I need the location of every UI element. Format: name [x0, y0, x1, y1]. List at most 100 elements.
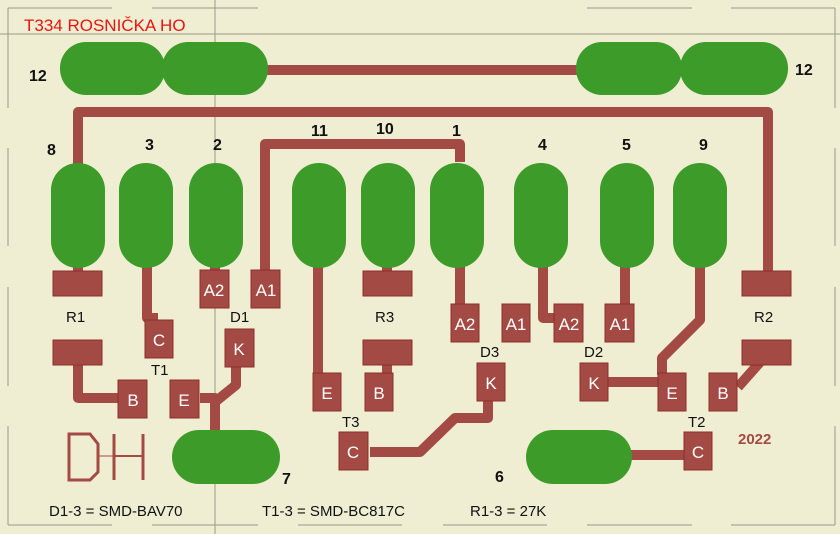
trace-d3k-t3c — [370, 395, 493, 457]
pad-label-a1: A1 — [610, 315, 631, 334]
d2-pad-k: K — [579, 362, 609, 402]
pad-label-a2: A2 — [204, 281, 225, 300]
pad-5 — [600, 163, 654, 268]
ref-r3: R3 — [375, 309, 394, 326]
ref-d1: D1 — [230, 309, 249, 326]
r3-pad-top — [362, 270, 413, 297]
trace-4-d3a1-d2a2 — [538, 260, 555, 323]
t3-pad-e: E — [312, 372, 342, 412]
ref-t1: T1 — [151, 362, 169, 379]
d1-pad-a1: A1 — [250, 269, 281, 309]
pad-2 — [189, 163, 243, 268]
t1-pad-c: C — [144, 319, 174, 359]
note-resistors: R1-3 = 27K — [470, 503, 546, 520]
ref-d2: D2 — [584, 344, 603, 361]
pad-1 — [430, 163, 484, 268]
copper-traces — [73, 65, 773, 460]
pin-numbers: 12 12 8 3 2 11 10 1 4 5 9 7 6 — [29, 62, 813, 488]
r2-pad-top — [741, 270, 792, 297]
pad-7 — [172, 430, 280, 484]
t2-pad-e: E — [657, 372, 687, 412]
pad-label-a1: A1 — [256, 281, 277, 300]
pin-label-12-right: 12 — [795, 62, 813, 79]
pad-10 — [361, 163, 415, 268]
ref-t2: T2 — [688, 414, 706, 431]
pad-label-a1: A1 — [506, 315, 527, 334]
tht-pads — [51, 42, 788, 484]
pad-12-right-a — [576, 42, 682, 95]
d2-pad-a2: A2 — [553, 303, 584, 343]
note-transistors: T1-3 = SMD-BC817C — [262, 503, 405, 520]
d3-pad-a2: A2 — [450, 303, 480, 343]
year-label: 2022 — [738, 431, 771, 448]
pad-label-c: C — [153, 331, 165, 350]
d2-pad-a1: A1 — [604, 303, 635, 343]
resistor-pads — [52, 270, 792, 366]
d1-pad-k: K — [224, 328, 255, 368]
trace-8-r2 — [73, 107, 773, 275]
pin-label-3: 3 — [145, 137, 154, 154]
pad-12-left-b — [162, 42, 268, 95]
pad-label-e: E — [178, 391, 189, 410]
pad-label-k: K — [588, 374, 600, 393]
pad-label-e: E — [321, 384, 332, 403]
pad-label-c: C — [347, 443, 359, 462]
trace-1-d1a1 — [260, 139, 465, 275]
t2-pad-c: C — [683, 431, 713, 471]
pad-label-k: K — [485, 374, 497, 393]
d3-pad-k: K — [476, 362, 506, 402]
ref-t3: T3 — [342, 414, 360, 431]
pad-label-c: C — [692, 443, 704, 462]
logo-letter-d — [67, 432, 100, 482]
t2-pad-b: B — [708, 372, 738, 412]
pad-4 — [514, 163, 568, 268]
r3-pad-bottom — [362, 339, 413, 366]
pad-11 — [292, 163, 346, 268]
pin-label-6: 6 — [495, 469, 504, 486]
t1-pad-e: E — [169, 379, 200, 419]
t3-pad-b: B — [364, 372, 394, 412]
pad-label-a2: A2 — [559, 315, 580, 334]
pad-12-left-a — [60, 42, 165, 95]
board-title: T334 ROSNIČKA HO — [24, 16, 186, 35]
r1-pad-top — [52, 270, 103, 297]
t3-pad-c: C — [338, 431, 369, 471]
r2-pad-bottom — [741, 339, 792, 366]
pad-label-e: E — [666, 384, 677, 403]
ref-d3: D3 — [480, 344, 499, 361]
pin-label-10: 10 — [376, 121, 394, 138]
r1-pad-bottom — [52, 339, 103, 366]
d1-pad-a2: A2 — [199, 269, 230, 309]
pin-label-7: 7 — [282, 471, 291, 488]
ref-r2: R2 — [754, 309, 773, 326]
pin-label-2: 2 — [213, 137, 222, 154]
d3-pad-a1: A1 — [501, 303, 531, 343]
pin-label-12-left: 12 — [29, 68, 47, 85]
pad-8 — [51, 163, 105, 268]
trace-3-t1c — [142, 260, 158, 323]
pad-label-k: K — [233, 340, 245, 359]
pin-label-5: 5 — [622, 137, 631, 154]
pin-label-8: 8 — [47, 142, 56, 159]
smd-pads: A2 A1 K C B E E B — [117, 269, 738, 471]
pad-3 — [119, 163, 173, 268]
pad-label-b: B — [717, 384, 728, 403]
pin-label-9: 9 — [699, 137, 708, 154]
pad-label-b: B — [127, 391, 138, 410]
trace-9-t2e — [657, 260, 705, 375]
note-diodes: D1-3 = SMD-BAV70 — [49, 503, 183, 520]
t1-pad-b: B — [117, 379, 148, 419]
pad-label-b: B — [373, 384, 384, 403]
trace-r1-t1b — [73, 360, 120, 403]
pin-label-4: 4 — [538, 137, 547, 154]
component-refs: R1 R3 R2 D1 D3 D2 T1 T3 T2 — [66, 309, 773, 431]
pad-12-right-b — [680, 42, 788, 95]
pin-label-11: 11 — [311, 123, 328, 140]
dh-logo — [67, 432, 145, 482]
pad-6 — [526, 430, 632, 484]
ref-r1: R1 — [66, 309, 85, 326]
pad-9 — [673, 163, 727, 268]
trace-d1k-7 — [211, 360, 241, 406]
